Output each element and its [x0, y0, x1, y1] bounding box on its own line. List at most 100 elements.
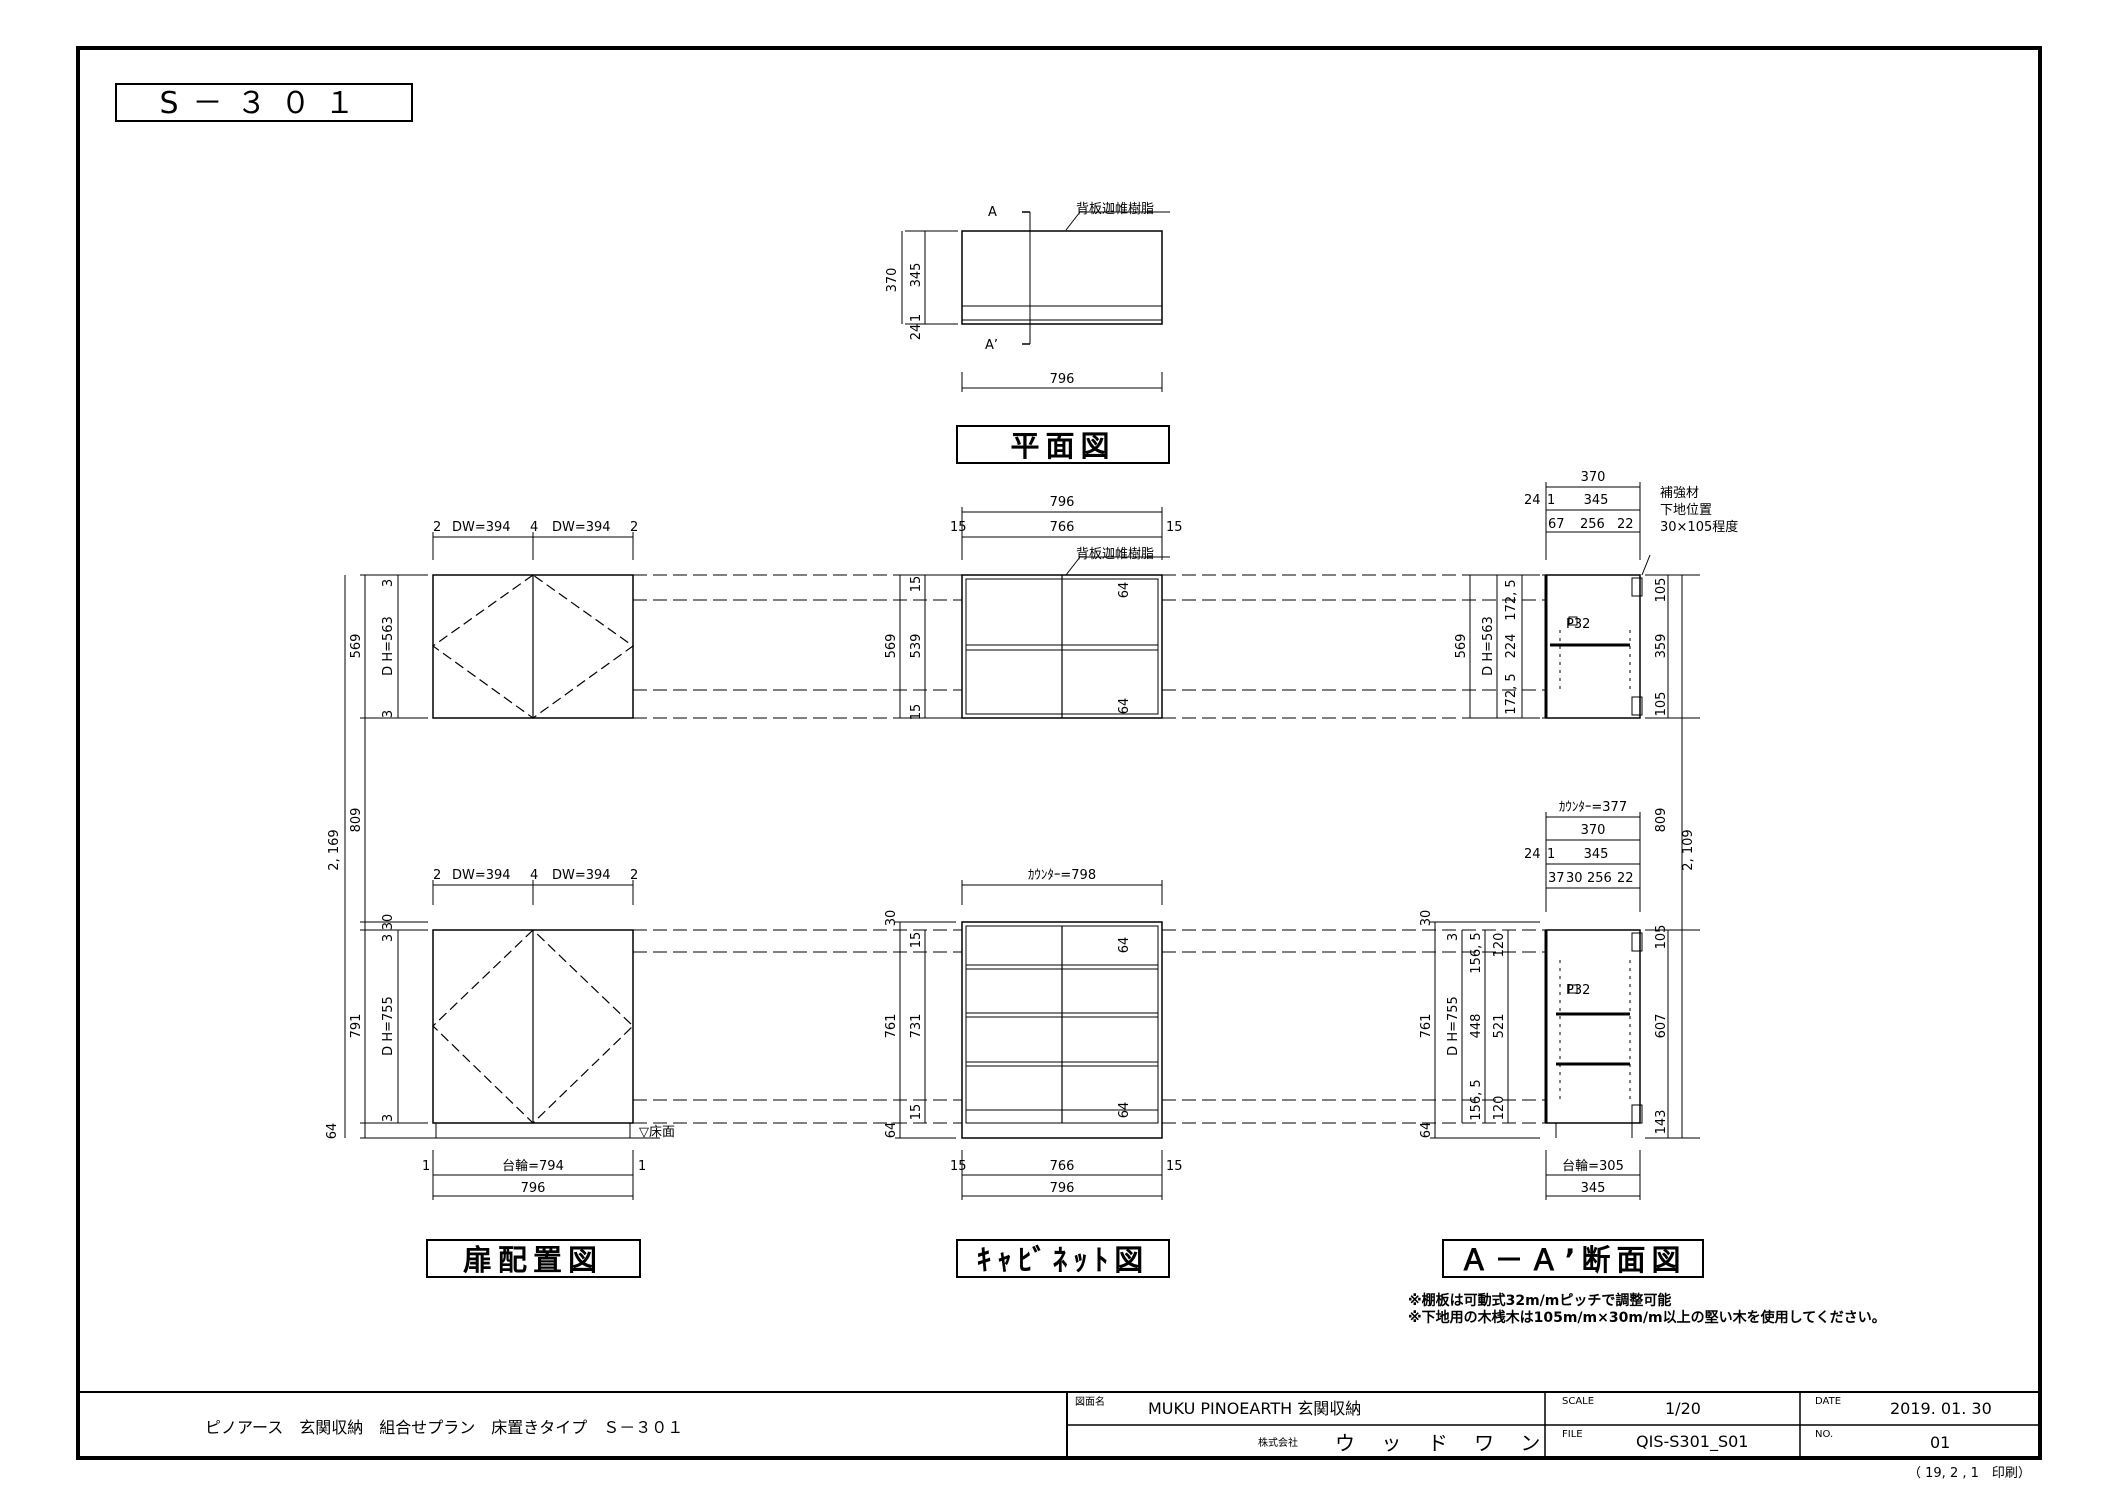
cab-lower-inner-h: 731: [909, 1014, 924, 1039]
plan-section-a: A: [988, 205, 997, 220]
sec-base-w: 345: [1581, 1181, 1606, 1196]
sec-lower-inner: 345: [1584, 847, 1609, 862]
plan-back-note: 背板迦帷樹脂: [1076, 202, 1154, 217]
door-base-1a: 1: [422, 1159, 430, 1174]
section-label: Ａ－Ａ’断面図: [1459, 1243, 1686, 1277]
door-dim: 2: [630, 868, 638, 883]
sec-base: 台輪=305: [1562, 1158, 1624, 1174]
door-dim: DW=394: [552, 868, 611, 883]
sheet-border: [76, 46, 2042, 1460]
cab-upper-w: 796: [1050, 495, 1075, 510]
door-gap: 3: [381, 1114, 396, 1122]
sec-upper-right: 105: [1654, 692, 1669, 717]
title-name: MUKU PINOEARTH 玄関収納: [1148, 1399, 1361, 1418]
sec-upper-dim: 224: [1504, 634, 1519, 659]
door-gap: 3: [381, 934, 396, 942]
cab-lower-30: 30: [884, 910, 899, 927]
door-floor: ▽床面: [639, 1125, 675, 1140]
cab-bottom-w: 796: [1050, 1181, 1075, 1196]
section-label-box: Ａ－Ａ’断面図: [1442, 1239, 1704, 1278]
cab-plinth: 64: [884, 1122, 899, 1139]
plan-dim-345: 345: [909, 263, 924, 288]
sec-upper-inner: 345: [1584, 493, 1609, 508]
door-gap: 3: [381, 710, 396, 718]
sec-lower-part: 22: [1617, 871, 1634, 886]
plan-section-a2: A’: [985, 338, 998, 353]
title-date-label: DATE: [1815, 1396, 1841, 1407]
sec-lower-inner-dim: 521: [1492, 1014, 1507, 1039]
note-line: ※下地用の木桟木は105m/m×30m/m以上の堅い木を使用してください。: [1408, 1309, 1886, 1326]
sec-reinforce: 30×105程度: [1660, 519, 1738, 535]
sec-lower-h: 761: [1419, 1014, 1434, 1039]
door-lower-30: 30: [381, 914, 396, 931]
cab-side-15: 15: [950, 520, 967, 535]
cab-upper-inner-h: 539: [909, 634, 924, 659]
sec-lower-depth: 370: [1581, 823, 1606, 838]
cab-side-15: 15: [909, 576, 924, 593]
cab-side-15: 15: [950, 1159, 967, 1174]
plan-label: 平面図: [1010, 429, 1115, 463]
door-view: [344, 532, 660, 1200]
cab-dim-64: 64: [1117, 582, 1132, 599]
plan-dim-796: 796: [1050, 372, 1075, 387]
cab-side-15: 15: [1166, 1159, 1183, 1174]
sec-lower-inner-dim: 120: [1492, 933, 1507, 958]
sec-counter: ｶｳﾝﾀｰ=377: [1559, 800, 1627, 815]
title-printed: （ 19, 2 , 1 印刷）: [1908, 1466, 2031, 1481]
cab-upper-inner: 766: [1050, 520, 1075, 535]
door-plinth: 64: [325, 1123, 340, 1140]
cab-dim-64: 64: [1117, 937, 1132, 954]
door-dim: 4: [530, 868, 538, 883]
sec-upper-depth: 370: [1581, 470, 1606, 485]
sec-upper-right: 105: [1654, 578, 1669, 603]
door-upper-dh: D H=563: [381, 616, 396, 676]
sec-lower-30: 30: [1419, 910, 1434, 927]
sec-lower-dh: D H=755: [1446, 996, 1461, 1056]
sec-lower-right: 607: [1654, 1014, 1669, 1039]
cab-dim-64: 64: [1117, 698, 1132, 715]
sec-lower-part: 37: [1548, 871, 1565, 886]
cabinet-label-box: ｷｬﾋﾞﾈｯﾄ図: [956, 1239, 1170, 1278]
sec-lower-right: 105: [1654, 925, 1669, 950]
door-dim: 2: [630, 520, 638, 535]
door-lower-top-dims: 2 DW=394 4 DW=394 2: [433, 868, 638, 883]
sec-lower-inner-dim: 120: [1492, 1096, 1507, 1121]
sec-upper-right: 359: [1654, 634, 1669, 659]
cab-bottom-inner: 766: [1050, 1159, 1075, 1174]
note-line: ※棚板は可動式32m/mピッチで調整可能: [1408, 1292, 1671, 1309]
door-upper-h: 569: [349, 634, 364, 659]
cab-side-15: 15: [1166, 520, 1183, 535]
door-label: 扉配置図: [463, 1243, 603, 1277]
sec-upper-24: 24: [1524, 493, 1541, 508]
door-middle: 809: [349, 808, 364, 833]
cab-counter: ｶｳﾝﾀｰ=798: [1028, 868, 1096, 883]
door-label-box: 扉配置図: [426, 1239, 641, 1278]
title-file-label: FILE: [1562, 1429, 1583, 1440]
sec-upper-dim: 172, 5: [1504, 673, 1519, 714]
cab-upper-h: 569: [884, 634, 899, 659]
sec-lower-dim: 448: [1469, 1014, 1484, 1039]
sec-lower-1: 1: [1547, 847, 1555, 862]
drawing-code: S－３０１: [159, 86, 368, 121]
cab-side-15: 15: [909, 704, 924, 721]
cabinet-label: ｷｬﾋﾞﾈｯﾄ図: [977, 1243, 1150, 1277]
door-dim: DW=394: [552, 520, 611, 535]
sec-upper-1: 1: [1547, 493, 1555, 508]
cab-back-note: 背板迦帷樹脂: [1076, 547, 1154, 562]
sec-right-total: 2, 109: [1681, 829, 1696, 870]
door-width: 796: [521, 1181, 546, 1196]
sec-lower-dim: 156, 5: [1469, 932, 1484, 973]
sec-upper-dh: D H=563: [1481, 616, 1496, 676]
cabinet-view: [895, 507, 1170, 1200]
sec-plinth: 64: [1419, 1122, 1434, 1139]
sec-lower-right: 143: [1654, 1110, 1669, 1135]
title-name-label: 図面名: [1075, 1395, 1105, 1408]
door-dim: DW=394: [452, 520, 511, 535]
sec-right-809: 809: [1654, 808, 1669, 833]
title-scale: 1/20: [1665, 1399, 1701, 1418]
sec-lower-part: 30: [1566, 871, 1583, 886]
section-view: [1430, 482, 1700, 1200]
plan-dim-24: 24: [909, 324, 924, 341]
title-block: [78, 1391, 2040, 1458]
